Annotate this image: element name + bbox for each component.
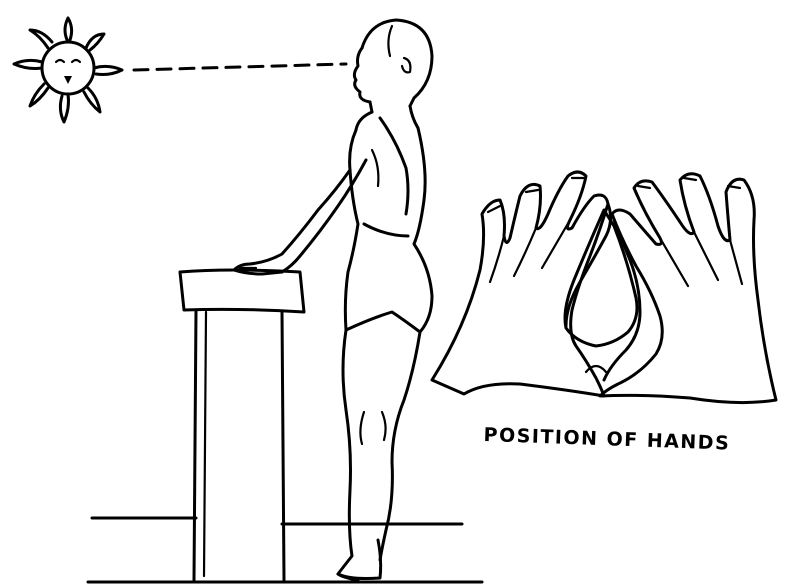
sight-line — [134, 64, 346, 70]
triangle-hands — [432, 172, 776, 403]
sun-icon — [14, 18, 122, 122]
pedestal — [180, 270, 304, 580]
standing-person — [234, 20, 432, 580]
